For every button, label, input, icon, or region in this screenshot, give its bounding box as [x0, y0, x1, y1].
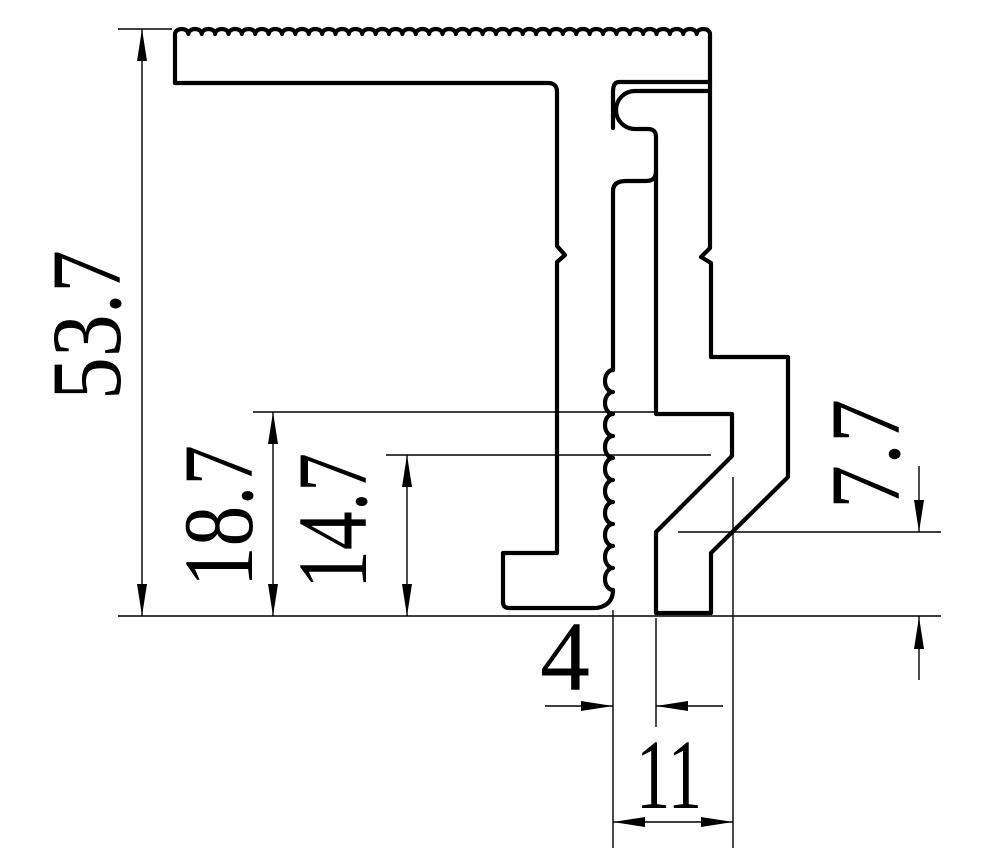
arrowhead-down	[914, 500, 924, 532]
arrowhead-up	[914, 617, 924, 649]
arrowhead-right	[701, 817, 733, 827]
profile-outline	[172, 26, 791, 616]
arrowhead-down	[268, 584, 278, 616]
snap-hook-curve	[610, 168, 659, 373]
arrowhead-left	[613, 817, 645, 827]
dimension-arrowheads	[137, 29, 924, 827]
arrowhead-down	[137, 584, 147, 616]
arrowhead-down	[402, 584, 412, 616]
serrated-top-edge	[172, 26, 713, 86]
arrowhead-up	[268, 412, 278, 444]
dim-label-53-7: 53.7	[31, 250, 142, 400]
dim-label-7-7: 7.7	[810, 399, 921, 509]
arrowhead-up	[137, 29, 147, 61]
dim-label-4: 4	[540, 601, 590, 712]
dimension-labels: 53.7 18.7 14.7 7.7 4 11	[31, 250, 921, 830]
right-wall-and-foot	[613, 80, 791, 616]
serrated-web-face	[602, 367, 616, 593]
arrowhead-left	[656, 701, 688, 711]
arrowhead-right	[581, 701, 613, 711]
dim-label-14-7: 14.7	[277, 453, 388, 589]
arrowhead-up	[402, 455, 412, 487]
dim-label-18-7: 18.7	[163, 445, 274, 587]
left-wall-and-foot	[172, 80, 616, 611]
dim-label-11: 11	[636, 719, 702, 830]
flange-underside-right	[610, 79, 713, 131]
